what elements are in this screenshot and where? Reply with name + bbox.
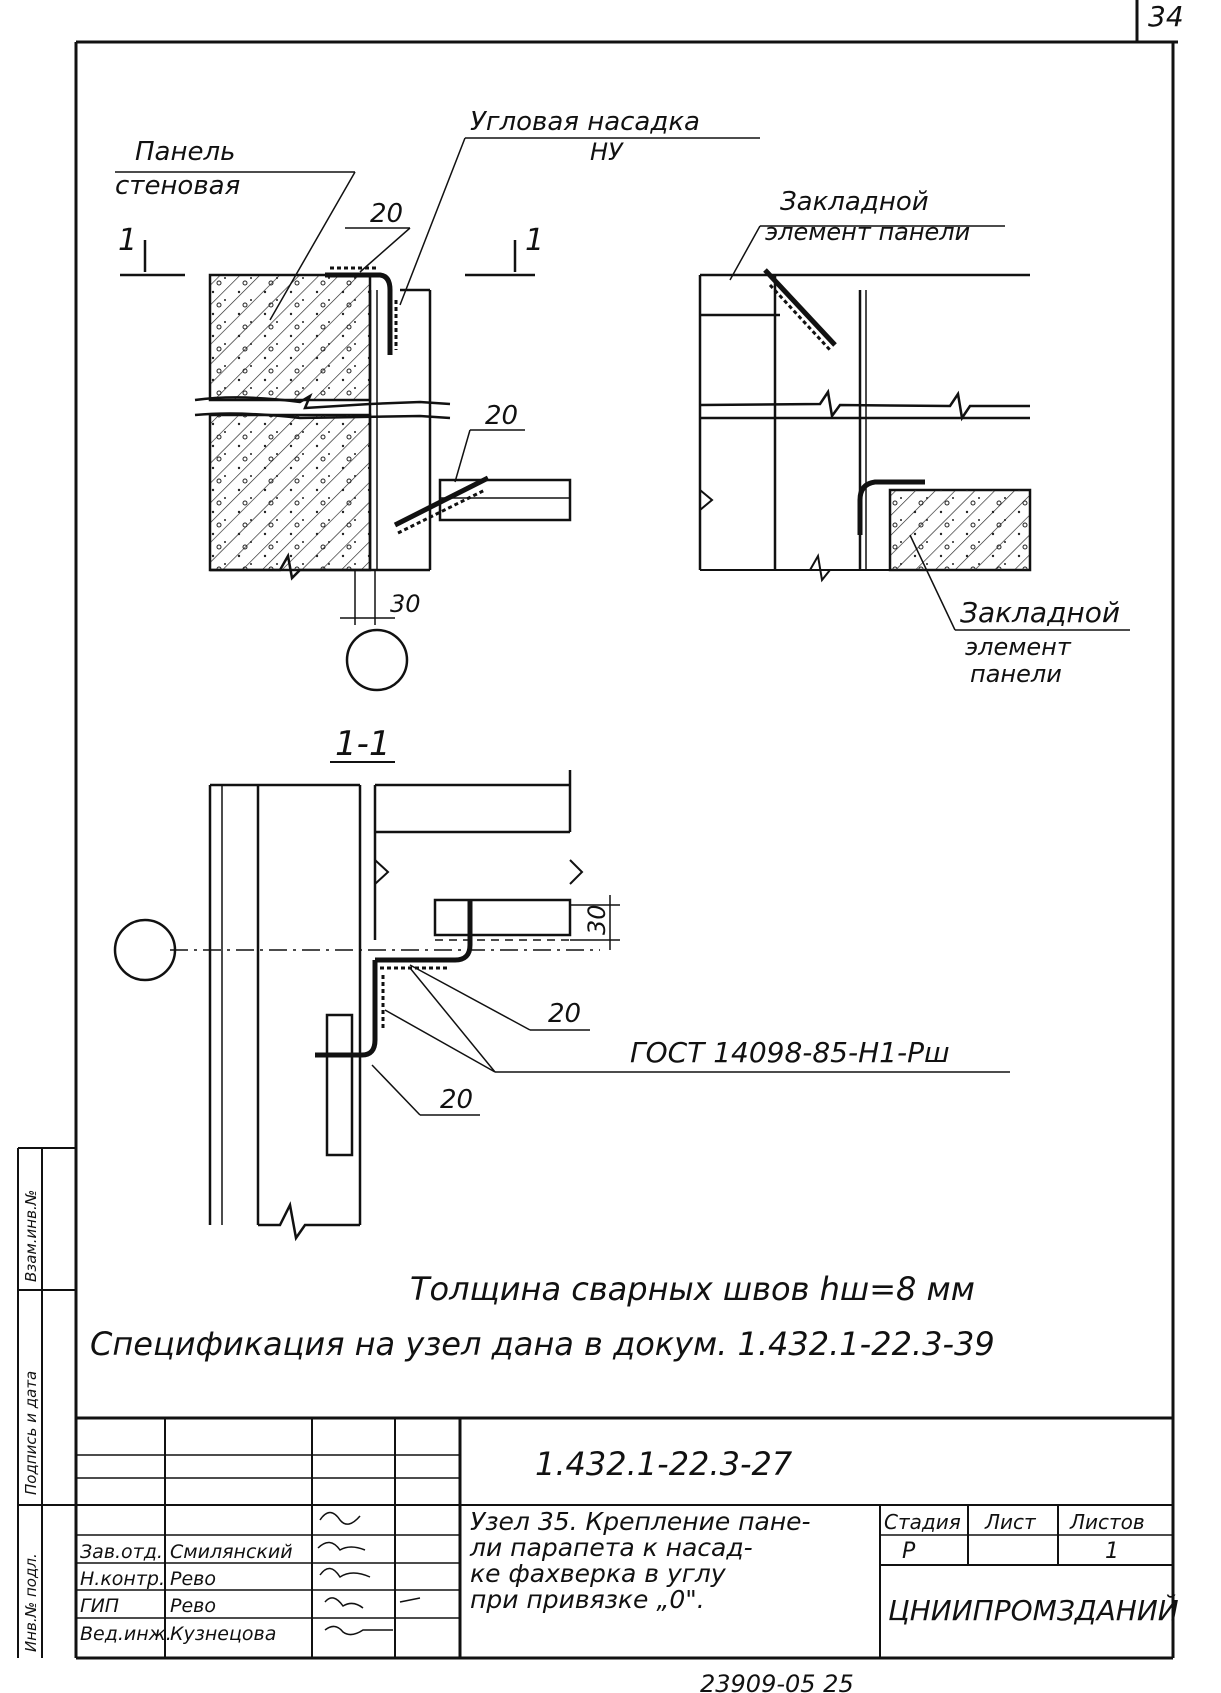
sheets-header: Листов [1069,1510,1145,1534]
label-corner-nozzle-code: НУ [590,138,624,166]
title-line-1: Узел 35. Крепление пане- [470,1507,811,1536]
side-stamp-signature: Подпись и дата [22,1371,40,1495]
view-elevation-right [698,225,1130,631]
stage-header: Стадия [884,1510,961,1534]
section-title: 1-1 [335,724,391,764]
label-embedded-bottom-2: элемент [965,633,1072,661]
sheet-frame [17,0,1178,1660]
section-mark-right: 1 [525,223,544,258]
role-3: ГИП [80,1595,119,1617]
label-corner-nozzle: Угловая насадка [470,107,700,137]
post-section [325,1013,354,1157]
embedded-weld-bottom [857,479,925,535]
label-embedded-top-1: Закладной [780,187,929,217]
beam-stub [438,478,572,522]
section-mark-left: 1 [118,223,137,258]
embedded-weld-top [763,268,837,347]
organization: ЦНИИПРОМЗДАНИЙ [888,1593,1179,1627]
sheets-value: 1 [1105,1539,1119,1564]
beam-section [433,898,572,937]
name-4: Кузнецова [170,1623,276,1645]
role-4: Вед.инж. [80,1623,172,1645]
label-embedded-bottom-1: Закладной [960,596,1120,629]
bottom-code: 23909-05 25 [700,1670,854,1693]
weld-20-b: 20 [485,401,518,431]
side-stamp-replace: Взам.инв.№ [22,1190,40,1282]
axis-circle-section [113,918,177,982]
name-3: Рево [170,1595,216,1617]
name-1: Смилянский [170,1541,293,1563]
label-embedded-top-2: элемент панели [765,218,970,246]
view-elevation-left [115,137,760,692]
sheet-header: Лист [984,1510,1037,1534]
dim-30-a: 30 [390,590,421,618]
side-stamp-original: Инв.№ подл. [22,1553,40,1652]
view-section-1-1 [113,770,1010,1242]
title-line-3: ке фахверка в углу [470,1559,727,1588]
weld-20-c: 20 [548,999,581,1029]
role-1: Зав.отд. [80,1541,163,1563]
weld-20-d: 20 [440,1085,473,1115]
note-weld-thickness: Толщина сварных швов hш=8 мм [410,1270,975,1308]
dim-30-b: 30 [583,904,611,935]
name-2: Рево [170,1568,216,1590]
label-wall-panel-2: стеновая [115,171,240,201]
gost-label: ГОСТ 14098-85-Н1-Рш [630,1036,950,1069]
stage-value: Р [902,1539,916,1564]
weld-bracket-top [325,272,393,355]
document-code: 1.432.1-22.3-27 [535,1445,793,1483]
label-embedded-bottom-3: панели [970,660,1062,688]
label-wall-panel-1: Панель [135,137,235,167]
role-2: Н.контр. [80,1568,165,1590]
page-number: 34 [1148,0,1184,33]
title-line-2: ли парапета к насад- [469,1533,753,1562]
weld-20-a: 20 [370,199,403,229]
axis-circle-top [345,628,409,692]
weld-angle-lower [315,960,378,1058]
title-block [76,1416,1173,1658]
weld-diagonal [393,475,490,528]
weld-angle-upper [375,900,473,963]
note-specification: Спецификация на узел дана в докум. 1.432… [90,1325,995,1363]
title-line-4: при привязке „0". [470,1585,705,1614]
